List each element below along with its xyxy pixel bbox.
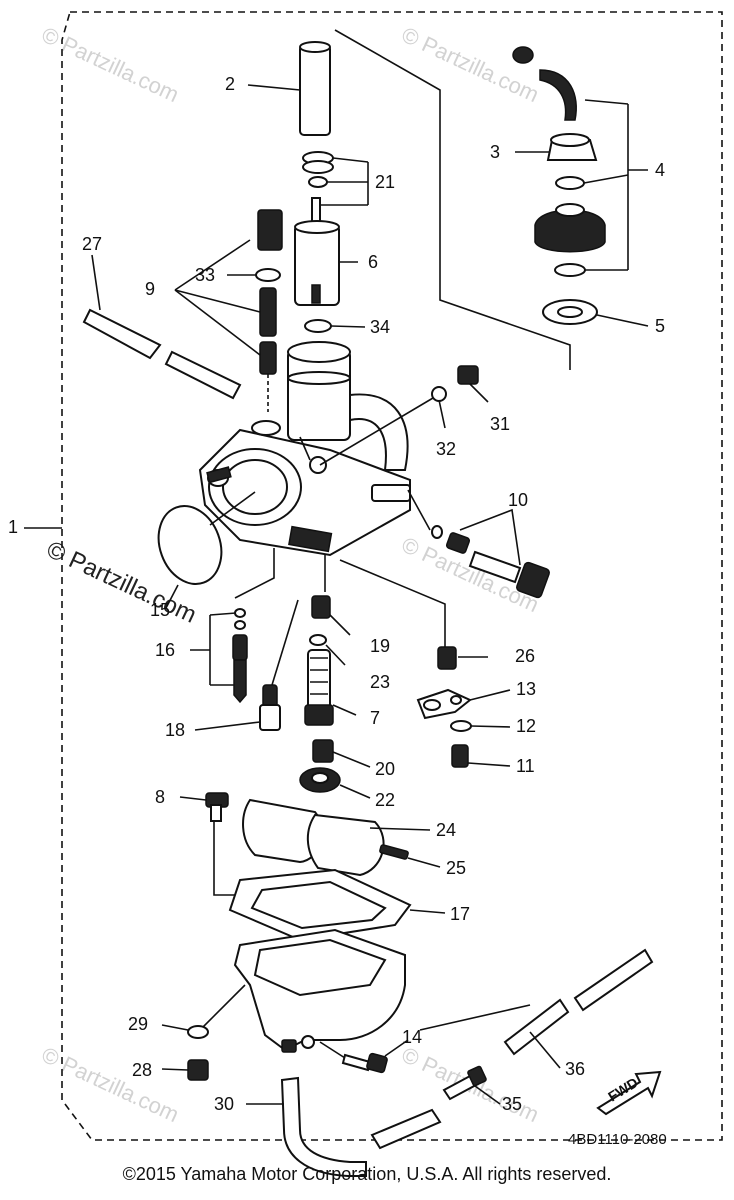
callout-20: 20: [375, 759, 395, 779]
overflow-hose: [370, 1108, 442, 1150]
callout-19: 19: [370, 636, 390, 656]
part-15-gasket: [157, 491, 256, 609]
parts-31-32-screw-washer: [319, 365, 489, 466]
parts-24-25-float: [242, 798, 441, 877]
callout-16: 16: [155, 640, 175, 660]
callout-29: 29: [128, 1014, 148, 1034]
callout-33: 33: [195, 265, 215, 285]
parts-20-22-main-jet: [299, 739, 371, 799]
callout-25: 25: [446, 858, 466, 878]
watermark: © Partzilla.com: [398, 22, 543, 107]
callout-labels: 1 2 3 4 5 6 7 8 9 10 11 12 13 14 15 16 1…: [8, 74, 665, 1114]
callout-17: 17: [450, 904, 470, 924]
carburetor-body: [198, 341, 411, 557]
part-35-fitting: [442, 1065, 501, 1105]
part-27-tube: [82, 254, 242, 400]
part-17-gasket: [228, 868, 446, 942]
leader-lines: [234, 548, 446, 686]
callout-12: 12: [516, 716, 536, 736]
callout-8: 8: [155, 787, 165, 807]
parts-11-12-13-26: [416, 646, 511, 768]
part-34-washer: [304, 319, 366, 333]
callout-36: 36: [565, 1059, 585, 1079]
callout-6: 6: [368, 252, 378, 272]
callout-4: 4: [655, 160, 665, 180]
callout-35: 35: [502, 1094, 522, 1114]
callout-18: 18: [165, 720, 185, 740]
callout-5: 5: [655, 316, 665, 336]
watermark: © Partzilla.com: [38, 1042, 183, 1127]
callout-23: 23: [370, 672, 390, 692]
callout-21: 21: [375, 172, 395, 192]
callout-31: 31: [490, 414, 510, 434]
callout-30: 30: [214, 1094, 234, 1114]
forward-direction-arrow: FWD: [596, 1070, 662, 1116]
part-10-air-screw: [407, 489, 550, 599]
part-16-jet: [190, 608, 248, 704]
callout-34: 34: [370, 317, 390, 337]
part-2-tube: [247, 41, 331, 136]
diagram-code: 4BD1110-2080: [568, 1131, 667, 1148]
callout-3: 3: [490, 142, 500, 162]
callout-26: 26: [515, 646, 535, 666]
callout-11: 11: [516, 756, 535, 776]
part-36-vent-hose: [419, 948, 654, 1069]
callout-32: 32: [436, 439, 456, 459]
callout-22: 22: [375, 790, 395, 810]
parts-7-19-23-needle-jet: [304, 595, 357, 726]
callout-1: 1: [8, 517, 18, 537]
watermark: © Partzilla.com: [38, 22, 183, 107]
callout-24: 24: [436, 820, 456, 840]
callout-14: 14: [402, 1027, 422, 1047]
float-bowl: [199, 928, 406, 1053]
copyright-notice: ©2015 Yamaha Motor Corporation, U.S.A. A…: [122, 1164, 612, 1184]
part-9-screw-assembly: [174, 209, 283, 412]
parts-3-4-5-cap-assembly: [512, 46, 649, 327]
part-6-throttle-valve: [294, 197, 358, 306]
part-14-screw: [319, 1039, 409, 1074]
callout-10: 10: [508, 490, 528, 510]
part-21-spring: [302, 151, 369, 206]
callout-7: 7: [370, 708, 380, 728]
callout-2: 2: [225, 74, 235, 94]
callout-27: 27: [82, 234, 102, 254]
callout-15: 15: [150, 600, 170, 620]
part-18-pilot-jet: [194, 684, 281, 731]
callout-13: 13: [516, 679, 536, 699]
parts-28-29-drain-screw: [161, 1024, 209, 1081]
part-30-hose: [246, 1076, 367, 1177]
assembly-frame: [61, 11, 723, 1141]
callout-28: 28: [132, 1060, 152, 1080]
callout-9: 9: [145, 279, 155, 299]
